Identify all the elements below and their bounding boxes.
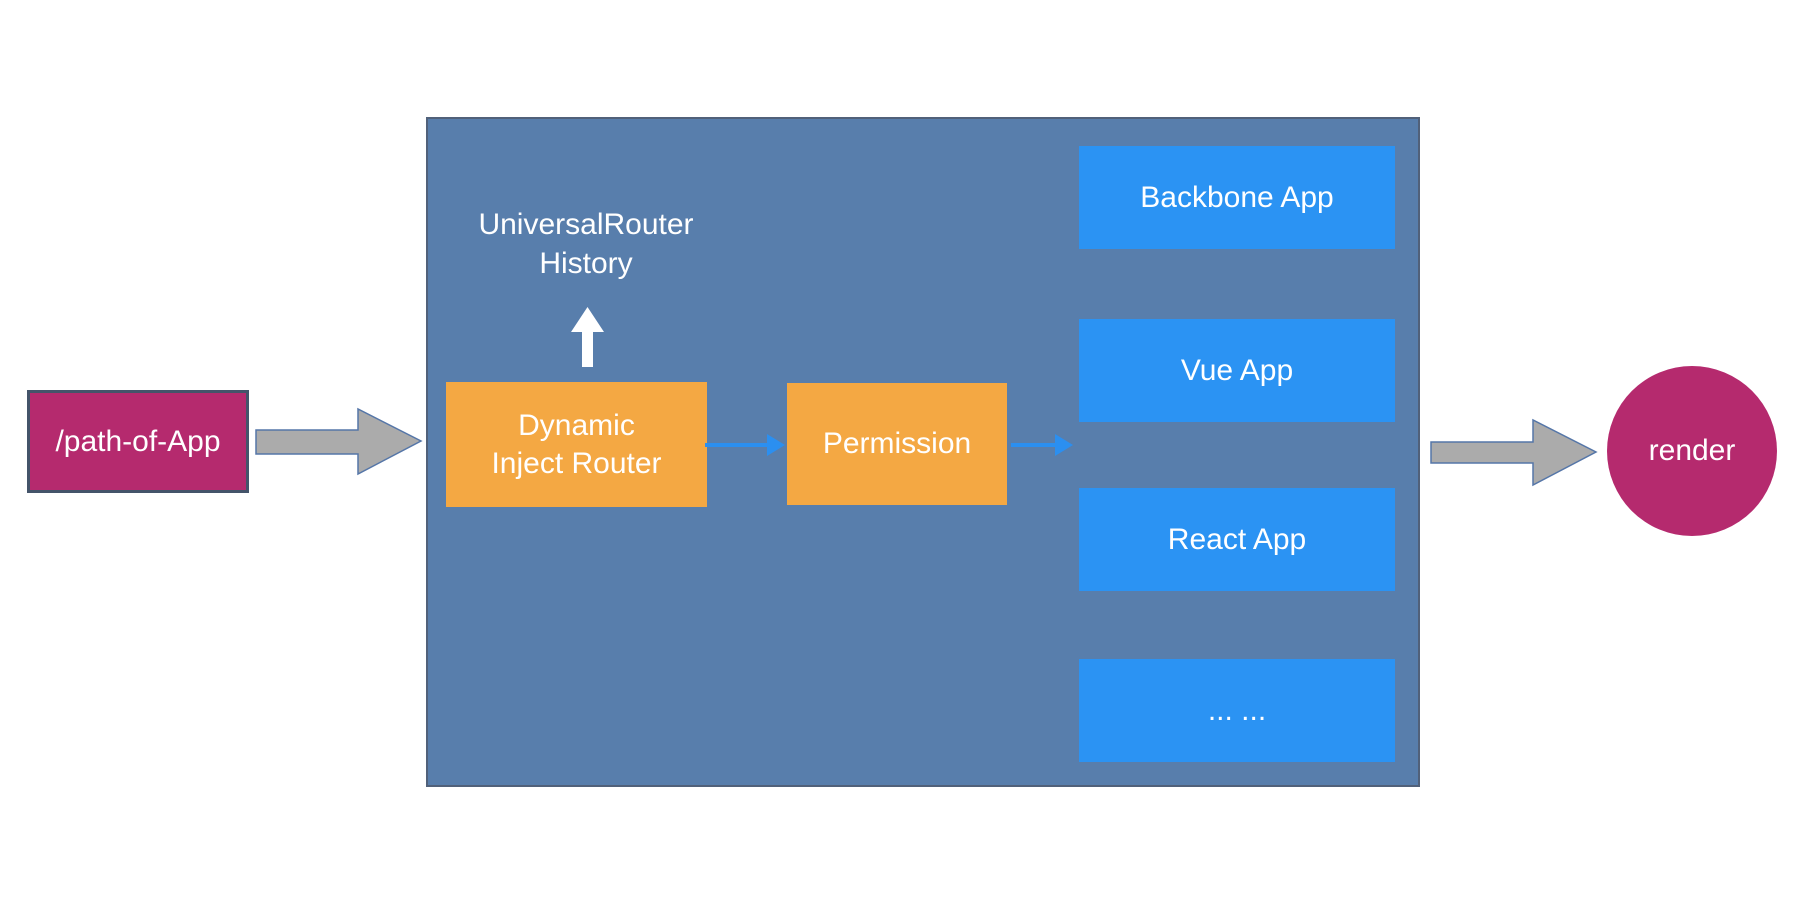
arrow-permission-to-apps-icon — [1011, 434, 1073, 456]
universal-router-history-label: UniversalRouter History — [456, 205, 716, 283]
router-label-line2: Inject Router — [491, 446, 662, 480]
app-box-vue: Vue App — [1079, 319, 1395, 422]
history-label-line2: History — [539, 247, 633, 280]
app-backbone-label: Backbone App — [1140, 180, 1334, 214]
arrow-router-to-permission-icon — [705, 434, 785, 456]
render-node: render — [1607, 366, 1777, 536]
app-react-label: React App — [1167, 522, 1307, 556]
arrow-up-to-history-icon — [571, 307, 604, 367]
router-label-line1: Dynamic — [518, 408, 635, 442]
arrow-input-to-router-icon — [255, 407, 423, 476]
permission-label: Permission — [822, 427, 972, 460]
app-vue-label: Vue App — [1180, 353, 1294, 387]
app-box-react: React App — [1079, 488, 1395, 591]
history-label-line1: UniversalRouter — [478, 208, 694, 241]
input-path-label: /path-of-App — [55, 424, 221, 458]
app-box-more: ... ... — [1079, 659, 1395, 762]
dynamic-inject-router-label: Dynamic Inject Router — [491, 407, 661, 483]
app-more-label: ... ... — [1207, 693, 1267, 727]
dynamic-inject-router-box: Dynamic Inject Router — [446, 382, 707, 507]
input-path-node: /path-of-App — [27, 390, 249, 493]
router-container: UniversalRouter History Dynamic Inject R… — [426, 117, 1420, 787]
app-box-backbone: Backbone App — [1079, 146, 1395, 249]
render-label: render — [1648, 434, 1736, 467]
permission-box: Permission — [787, 383, 1007, 505]
arrow-router-to-render-icon — [1430, 418, 1598, 487]
